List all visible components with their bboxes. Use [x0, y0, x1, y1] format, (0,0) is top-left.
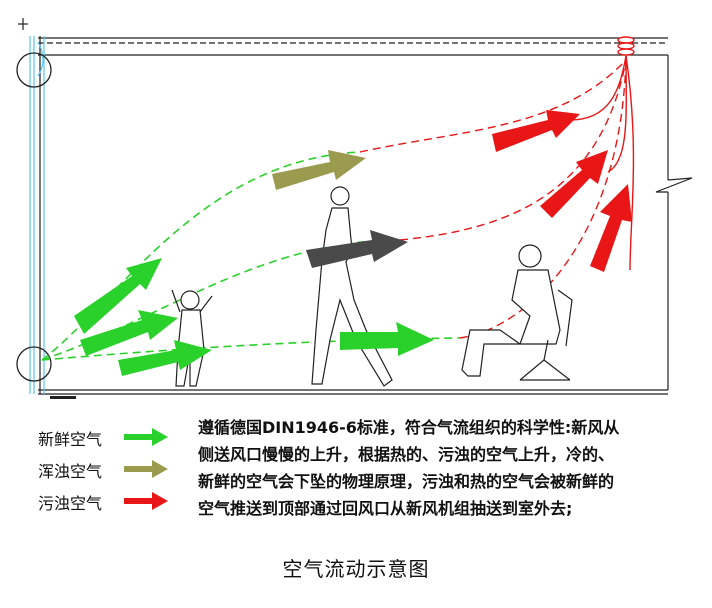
legend-item-fresh: 新鲜空气 — [38, 426, 178, 450]
polluted-air-flow-lines — [359, 59, 627, 339]
polluted-arrow-2 — [540, 150, 608, 218]
seated-man-figure — [461, 244, 573, 381]
fresh-air-arrows — [74, 258, 434, 376]
legend-label: 新鲜空气 — [38, 430, 103, 449]
description-line: 空气推送到顶部通过回风口从新风机组抽送到室外去; — [198, 499, 573, 518]
red-arrow-icon — [124, 492, 168, 510]
air-flow-diagram — [16, 18, 693, 399]
diagram-caption: 空气流动示意图 — [282, 557, 430, 581]
fresh-arrow-4 — [340, 322, 434, 356]
fresh-air-flow-lines — [41, 151, 461, 361]
green-arrow-icon — [124, 428, 168, 446]
fresh-arrow-1 — [74, 258, 162, 334]
woman-figure — [311, 186, 393, 387]
floor-marker — [50, 396, 76, 399]
supply-vent-marker — [16, 346, 52, 382]
fresh-arrow-3 — [118, 340, 212, 376]
fresh-arrow-2 — [80, 310, 178, 356]
legend-label: 浑浊空气 — [38, 462, 103, 481]
olive-arrow-icon — [124, 460, 168, 478]
description-line: 新鲜的空气会下坠的物理原理，污浊和热的空气会被新鲜的 — [198, 472, 615, 491]
child-figure — [171, 289, 213, 387]
description-text: 遵循德国DIN1946-6标准，符合气流组织的科学性:新风从 侧送风口慢慢的上升… — [198, 414, 698, 522]
polluted-arrow-1 — [492, 110, 580, 152]
polluted-air-arrows — [492, 110, 632, 272]
turbid-arrow — [272, 150, 366, 190]
return-flow-lines — [569, 55, 635, 271]
legend-item-polluted: 污浊空气 — [38, 490, 178, 514]
upper-vent-marker — [16, 52, 52, 88]
description-line: 遵循德国DIN1946-6标准，符合气流组织的科学性:新风从 — [198, 418, 620, 437]
room-outline — [38, 37, 693, 395]
side-wall-window — [18, 18, 45, 394]
legend-item-turbid: 浑浊空气 — [38, 458, 178, 482]
dark-arrow — [306, 230, 408, 268]
legend-label: 污浊空气 — [38, 494, 103, 513]
polluted-arrow-3 — [590, 184, 632, 272]
description-line: 侧送风口慢慢的上升，根据热的、污浊的空气上升，冷的、 — [198, 445, 615, 464]
return-air-vent — [617, 36, 635, 56]
turbid-air-arrows — [272, 150, 408, 268]
